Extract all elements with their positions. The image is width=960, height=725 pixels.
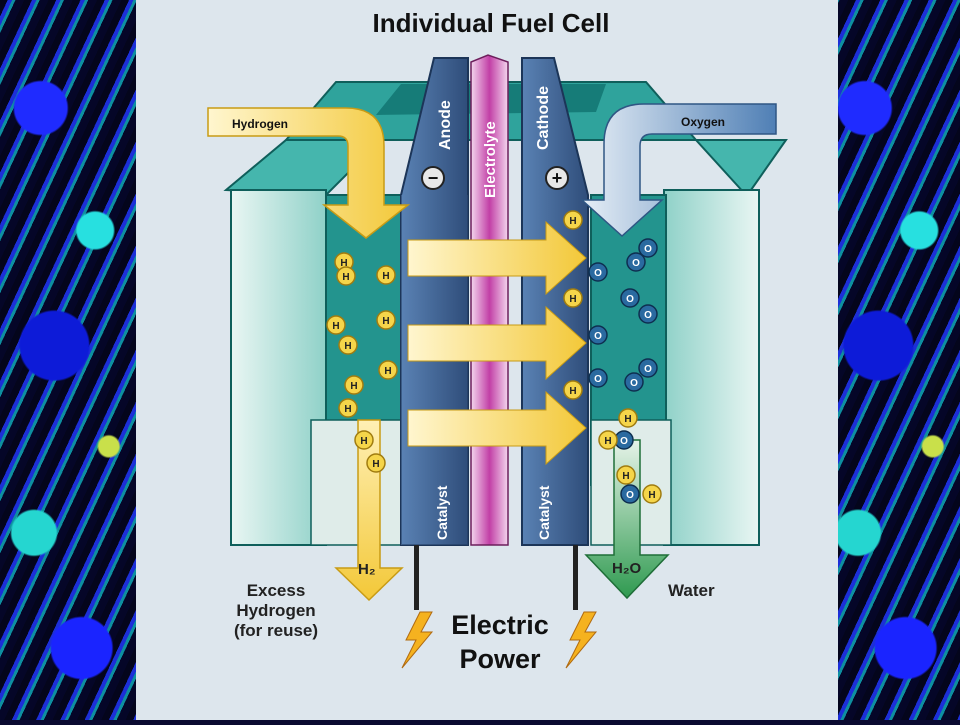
oxygen-atom-22: [588, 368, 608, 388]
hydrogen-atom-10: [366, 453, 386, 473]
right-outer-plate: [663, 189, 760, 546]
h2o-formula: H₂O: [612, 560, 641, 577]
oxygen-atom-label-19: O: [594, 331, 602, 342]
negative-terminal-icon: [421, 166, 445, 190]
positive-terminal-icon: [545, 166, 569, 190]
water-outlet-arrow: [584, 439, 670, 600]
oxygen-atom-label-17: O: [626, 294, 634, 305]
catalyst-right-label: Catalyst: [536, 485, 552, 540]
hydrogen-atom-label-3: H: [332, 321, 339, 332]
hydrogen-atom-label-23: H: [624, 414, 631, 425]
oxygen-atom-19: [588, 325, 608, 345]
hydrogen-atom-2: [376, 265, 396, 285]
oxygen-atom-label-24: O: [620, 436, 628, 447]
h2-formula: H₂: [358, 561, 376, 578]
oxygen-atom-label-14: O: [644, 244, 652, 255]
oxygen-atom-label-15: O: [632, 258, 640, 269]
hydrogen-atom-label-6: H: [384, 366, 391, 377]
hydrogen-atom-label-2: H: [382, 271, 389, 282]
oxygen-atom-20: [624, 372, 644, 392]
hydrogen-atom-4: [338, 335, 358, 355]
hydrogen-atom-label-25: H: [604, 436, 611, 447]
hydrogen-atom-26: [616, 465, 636, 485]
anode-label: Anode: [437, 100, 454, 150]
diagram-title: Individual Fuel Cell: [373, 8, 610, 38]
fuel-cell-diagram: Individual Fuel Cell Anode Electrolyte C…: [207, 8, 788, 674]
oxygen-atom-16: [588, 262, 608, 282]
oxygen-atom-label-27: O: [626, 490, 634, 501]
water-label: Water: [668, 581, 715, 600]
hydrogen-atom-3: [326, 315, 346, 335]
oxygen-atom-label-22: O: [594, 374, 602, 385]
hydrogen-atom-11: [563, 210, 583, 230]
hydrogen-atom-23: [618, 408, 638, 428]
hydrogen-atom-9: [354, 430, 374, 450]
hydrogen-inlet-arrow: [207, 107, 411, 239]
excess-label-line-2: Hydrogen: [236, 601, 315, 620]
proton-arrow-3: [407, 390, 587, 466]
right-background-strip: [824, 0, 960, 720]
excess-hydrogen-outlet-arrow: [334, 419, 404, 602]
left-lightning-icon: [401, 611, 434, 669]
proton-flow-arrows: [407, 220, 587, 466]
left-background-strip: [0, 0, 136, 720]
hydrogen-atom-label-28: H: [648, 490, 655, 501]
power-label-line-2: Power: [459, 644, 541, 674]
proton-arrow-2: [407, 305, 587, 381]
hydrogen-atom-label-13: H: [569, 386, 576, 397]
oxygen-atom-14: [638, 238, 658, 258]
housing-right-top: [693, 139, 788, 197]
hydrogen-atom-1: [336, 266, 356, 286]
hydrogen-atom-label-11: H: [569, 216, 576, 227]
hydrogen-atom-28: [642, 484, 662, 504]
oxygen-atom-18: [638, 304, 658, 324]
hydrogen-label: Hydrogen: [232, 117, 288, 131]
oxygen-atom-21: [638, 358, 658, 378]
oxygen-label: Oxygen: [681, 115, 725, 129]
excess-label-line-3: (for reuse): [234, 621, 318, 640]
hydrogen-atom-label-1: H: [342, 272, 349, 283]
oxygen-atom-27: [620, 484, 640, 504]
left-outer-plate: [230, 189, 327, 546]
electrolyte-label: Electrolyte: [482, 121, 499, 198]
proton-arrow-1: [407, 220, 587, 296]
oxygen-atom-label-18: O: [644, 310, 652, 321]
hydrogen-atom-label-0: H: [340, 258, 347, 269]
catalyst-left-label: Catalyst: [434, 485, 450, 540]
excess-label-line-1: Excess: [247, 581, 306, 600]
hydrogen-atom-25: [598, 430, 618, 450]
cathode-label: Cathode: [535, 86, 552, 150]
hydrogen-atom-label-12: H: [569, 294, 576, 305]
anode-wire: [414, 545, 419, 610]
power-label-line-1: Electric: [451, 610, 549, 640]
hydrogen-atom-6: [378, 360, 398, 380]
oxygen-inlet-arrow: [580, 103, 777, 238]
fuel-cell-panel: Individual Fuel Cell Anode Electrolyte C…: [136, 0, 838, 720]
positive-sign: +: [552, 168, 563, 188]
hydrogen-atom-label-8: H: [344, 404, 351, 415]
oxygen-atom-label-21: O: [644, 364, 652, 375]
hydrogen-atom-7: [344, 375, 364, 395]
oxygen-atom-15: [626, 252, 646, 272]
hydrogen-atom-label-5: H: [382, 316, 389, 327]
hydrogen-atom-label-7: H: [350, 381, 357, 392]
hydrogen-atom-label-26: H: [622, 471, 629, 482]
cathode-wire: [573, 545, 578, 610]
hydrogen-atom-label-10: H: [372, 459, 379, 470]
oxygen-atom-label-20: O: [630, 378, 638, 389]
hydrogen-atom-5: [376, 310, 396, 330]
hydrogen-atom-8: [338, 398, 358, 418]
hydrogen-atom-13: [563, 380, 583, 400]
negative-sign: −: [428, 168, 439, 188]
hydrogen-atom-label-4: H: [344, 341, 351, 352]
right-lightning-icon: [565, 611, 598, 669]
hydrogen-atom-label-9: H: [360, 436, 367, 447]
hydrogen-atom-12: [563, 288, 583, 308]
oxygen-atom-label-16: O: [594, 268, 602, 279]
oxygen-atom-17: [620, 288, 640, 308]
